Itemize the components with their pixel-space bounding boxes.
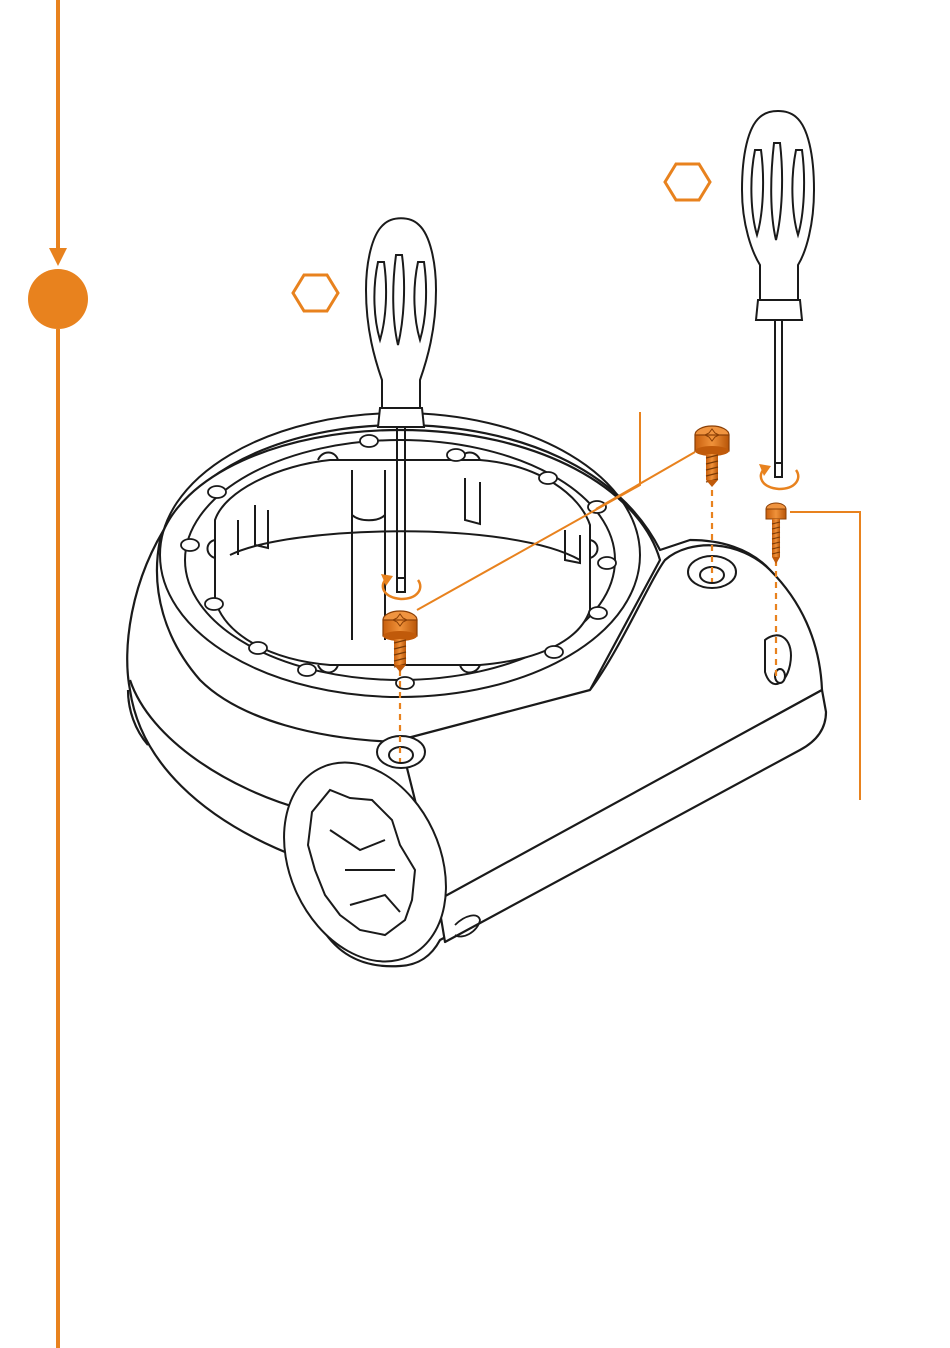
screwdriver-bit [397, 578, 405, 592]
ring-hole [360, 435, 378, 447]
ring-hole [205, 598, 223, 610]
hexagon-icon [665, 164, 710, 200]
step-marker-circle [28, 269, 88, 329]
callout-line-large-screws-branch [596, 452, 695, 509]
ring-hole [589, 607, 607, 619]
timeline-arrow-icon [49, 248, 67, 266]
ring-hole [545, 646, 563, 658]
ring-hole [396, 677, 414, 689]
screwdriver-ferrule [756, 300, 802, 320]
ring-hole [447, 449, 465, 461]
screwdriver-right [742, 111, 814, 477]
ring-hole [588, 501, 606, 513]
screwdriver-ferrule [378, 408, 424, 427]
ring-hole [249, 642, 267, 654]
screw-head-side [766, 509, 786, 519]
screw-large-top [695, 426, 729, 487]
ring-hole [208, 486, 226, 498]
screwdriver-bit [775, 463, 782, 477]
hexagon-icon [293, 275, 338, 311]
ring-hole [181, 539, 199, 551]
ring-hole [539, 472, 557, 484]
timeline [28, 0, 88, 1348]
screw-small-right [766, 503, 786, 564]
ring-hole [598, 557, 616, 569]
ring-hole [298, 664, 316, 676]
